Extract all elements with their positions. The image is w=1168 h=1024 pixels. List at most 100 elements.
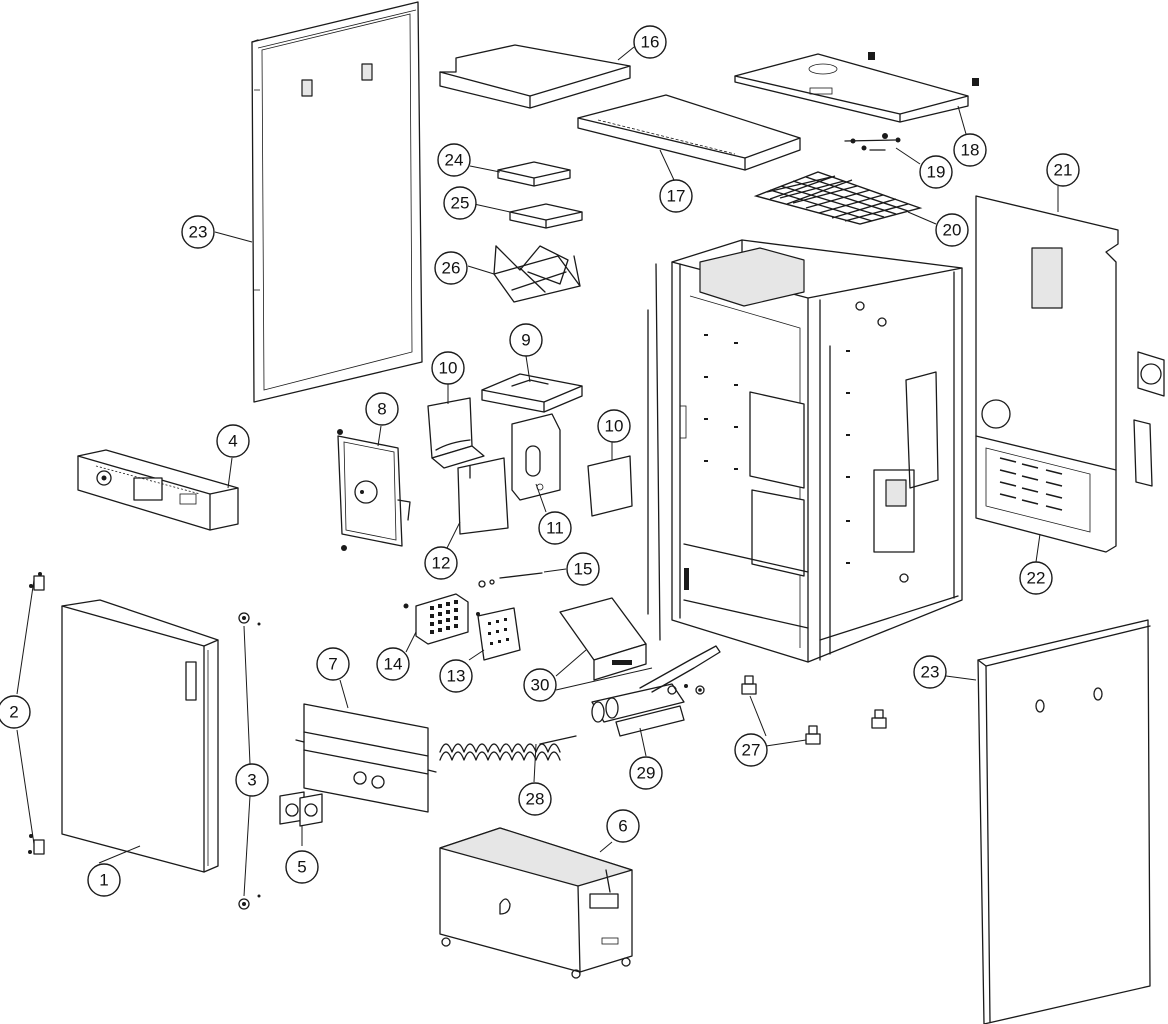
callout-19: 19 bbox=[919, 155, 953, 189]
part-firebrick-left bbox=[427, 397, 485, 469]
svg-text:26: 26 bbox=[442, 259, 461, 278]
callout-14: 14 bbox=[376, 647, 410, 681]
part-front-door bbox=[61, 599, 219, 873]
callout-25: 25 bbox=[443, 186, 477, 220]
svg-text:13: 13 bbox=[447, 667, 466, 686]
part-firebrick-right bbox=[587, 455, 633, 517]
callout-23a: 23 bbox=[181, 215, 215, 249]
part-rod bbox=[478, 572, 543, 588]
part-burner-caps bbox=[279, 791, 323, 827]
callout-21: 21 bbox=[1046, 153, 1080, 187]
callout-28: 28 bbox=[518, 782, 552, 816]
svg-text:22: 22 bbox=[1027, 569, 1046, 588]
svg-text:7: 7 bbox=[328, 655, 337, 674]
callout-11: 11 bbox=[538, 511, 572, 545]
part-insulation-block-25 bbox=[509, 203, 583, 229]
svg-text:19: 19 bbox=[927, 163, 946, 182]
callout-13: 13 bbox=[439, 659, 473, 693]
callout-29: 29 bbox=[629, 756, 663, 790]
svg-text:15: 15 bbox=[574, 560, 593, 579]
callout-8: 8 bbox=[365, 392, 399, 426]
part-ash-grate bbox=[476, 607, 521, 661]
svg-text:4: 4 bbox=[228, 432, 237, 451]
callout-16: 16 bbox=[633, 25, 667, 59]
part-side-panel-right bbox=[977, 619, 1151, 1024]
svg-text:29: 29 bbox=[637, 764, 656, 783]
svg-text:12: 12 bbox=[432, 554, 451, 573]
svg-text:24: 24 bbox=[445, 151, 464, 170]
svg-text:10: 10 bbox=[605, 417, 624, 436]
callout-7: 7 bbox=[316, 647, 350, 681]
svg-text:25: 25 bbox=[451, 194, 470, 213]
callout-3: 3 bbox=[235, 763, 269, 797]
callout-30: 30 bbox=[523, 668, 557, 702]
svg-text:18: 18 bbox=[961, 141, 980, 160]
svg-text:11: 11 bbox=[546, 519, 564, 538]
part-combustion-front-plate bbox=[295, 703, 437, 813]
leader-lines bbox=[16, 46, 1059, 897]
part-control-panel bbox=[77, 449, 239, 531]
svg-text:2: 2 bbox=[9, 703, 18, 722]
svg-text:5: 5 bbox=[297, 858, 306, 877]
callout-18: 18 bbox=[953, 133, 987, 167]
part-rear-firebrick bbox=[511, 413, 561, 501]
part-leveling-feet bbox=[741, 675, 887, 745]
callout-9: 9 bbox=[509, 323, 543, 357]
part-feed-auger bbox=[439, 735, 577, 761]
svg-text:23: 23 bbox=[921, 663, 940, 682]
part-rear-panel bbox=[975, 195, 1119, 553]
part-baffle-plate bbox=[481, 373, 583, 413]
svg-text:6: 6 bbox=[618, 817, 627, 836]
svg-text:30: 30 bbox=[531, 676, 550, 695]
part-side-panel-left bbox=[251, 1, 423, 403]
callout-12: 12 bbox=[424, 546, 458, 580]
part-ash-chute bbox=[559, 597, 647, 681]
part-auger-tube bbox=[591, 645, 721, 737]
callout-2: 2 bbox=[0, 695, 31, 729]
part-support-bracket bbox=[493, 245, 581, 303]
part-side-firebrick bbox=[457, 457, 509, 535]
part-main-body-frame bbox=[647, 239, 963, 663]
part-door-hinge-bottom bbox=[28, 834, 45, 855]
part-flue-collar bbox=[1137, 351, 1165, 397]
callout-10a: 10 bbox=[431, 351, 465, 385]
part-insulation-block-24 bbox=[497, 161, 571, 187]
svg-text:23: 23 bbox=[189, 223, 208, 242]
callout-1: 1 bbox=[87, 863, 121, 897]
svg-text:27: 27 bbox=[742, 741, 761, 760]
callout-6: 6 bbox=[606, 809, 640, 843]
callout-10b: 10 bbox=[597, 409, 631, 443]
svg-text:28: 28 bbox=[526, 790, 545, 809]
svg-text:17: 17 bbox=[667, 187, 686, 206]
part-ash-drawer bbox=[439, 827, 633, 979]
part-fire-door bbox=[337, 429, 411, 551]
svg-text:10: 10 bbox=[439, 359, 458, 378]
part-door-hinge-top bbox=[29, 572, 45, 591]
part-door-pin-top bbox=[238, 612, 261, 626]
callout-17: 17 bbox=[659, 179, 693, 213]
svg-text:21: 21 bbox=[1054, 161, 1073, 180]
callout-5: 5 bbox=[285, 850, 319, 884]
callout-20: 20 bbox=[935, 213, 969, 247]
svg-text:20: 20 bbox=[943, 221, 962, 240]
part-top-insulation-board bbox=[439, 44, 631, 109]
callout-26: 26 bbox=[434, 251, 468, 285]
svg-text:8: 8 bbox=[377, 400, 386, 419]
callout-15: 15 bbox=[566, 552, 600, 586]
callout-22: 22 bbox=[1019, 561, 1053, 595]
svg-text:3: 3 bbox=[247, 771, 256, 790]
callout-4: 4 bbox=[216, 424, 250, 458]
part-top-lid bbox=[734, 52, 979, 123]
part-top-grille-cover bbox=[577, 94, 801, 171]
callout-24: 24 bbox=[437, 143, 471, 177]
svg-text:16: 16 bbox=[641, 33, 660, 52]
part-hinge-bolt-set bbox=[844, 133, 901, 151]
part-wire-mesh-grate bbox=[753, 171, 923, 225]
callout-27: 27 bbox=[734, 733, 768, 767]
part-rear-vent bbox=[1133, 419, 1153, 487]
svg-text:1: 1 bbox=[99, 871, 108, 890]
part-burner-grate bbox=[403, 593, 469, 645]
svg-text:9: 9 bbox=[521, 331, 530, 350]
